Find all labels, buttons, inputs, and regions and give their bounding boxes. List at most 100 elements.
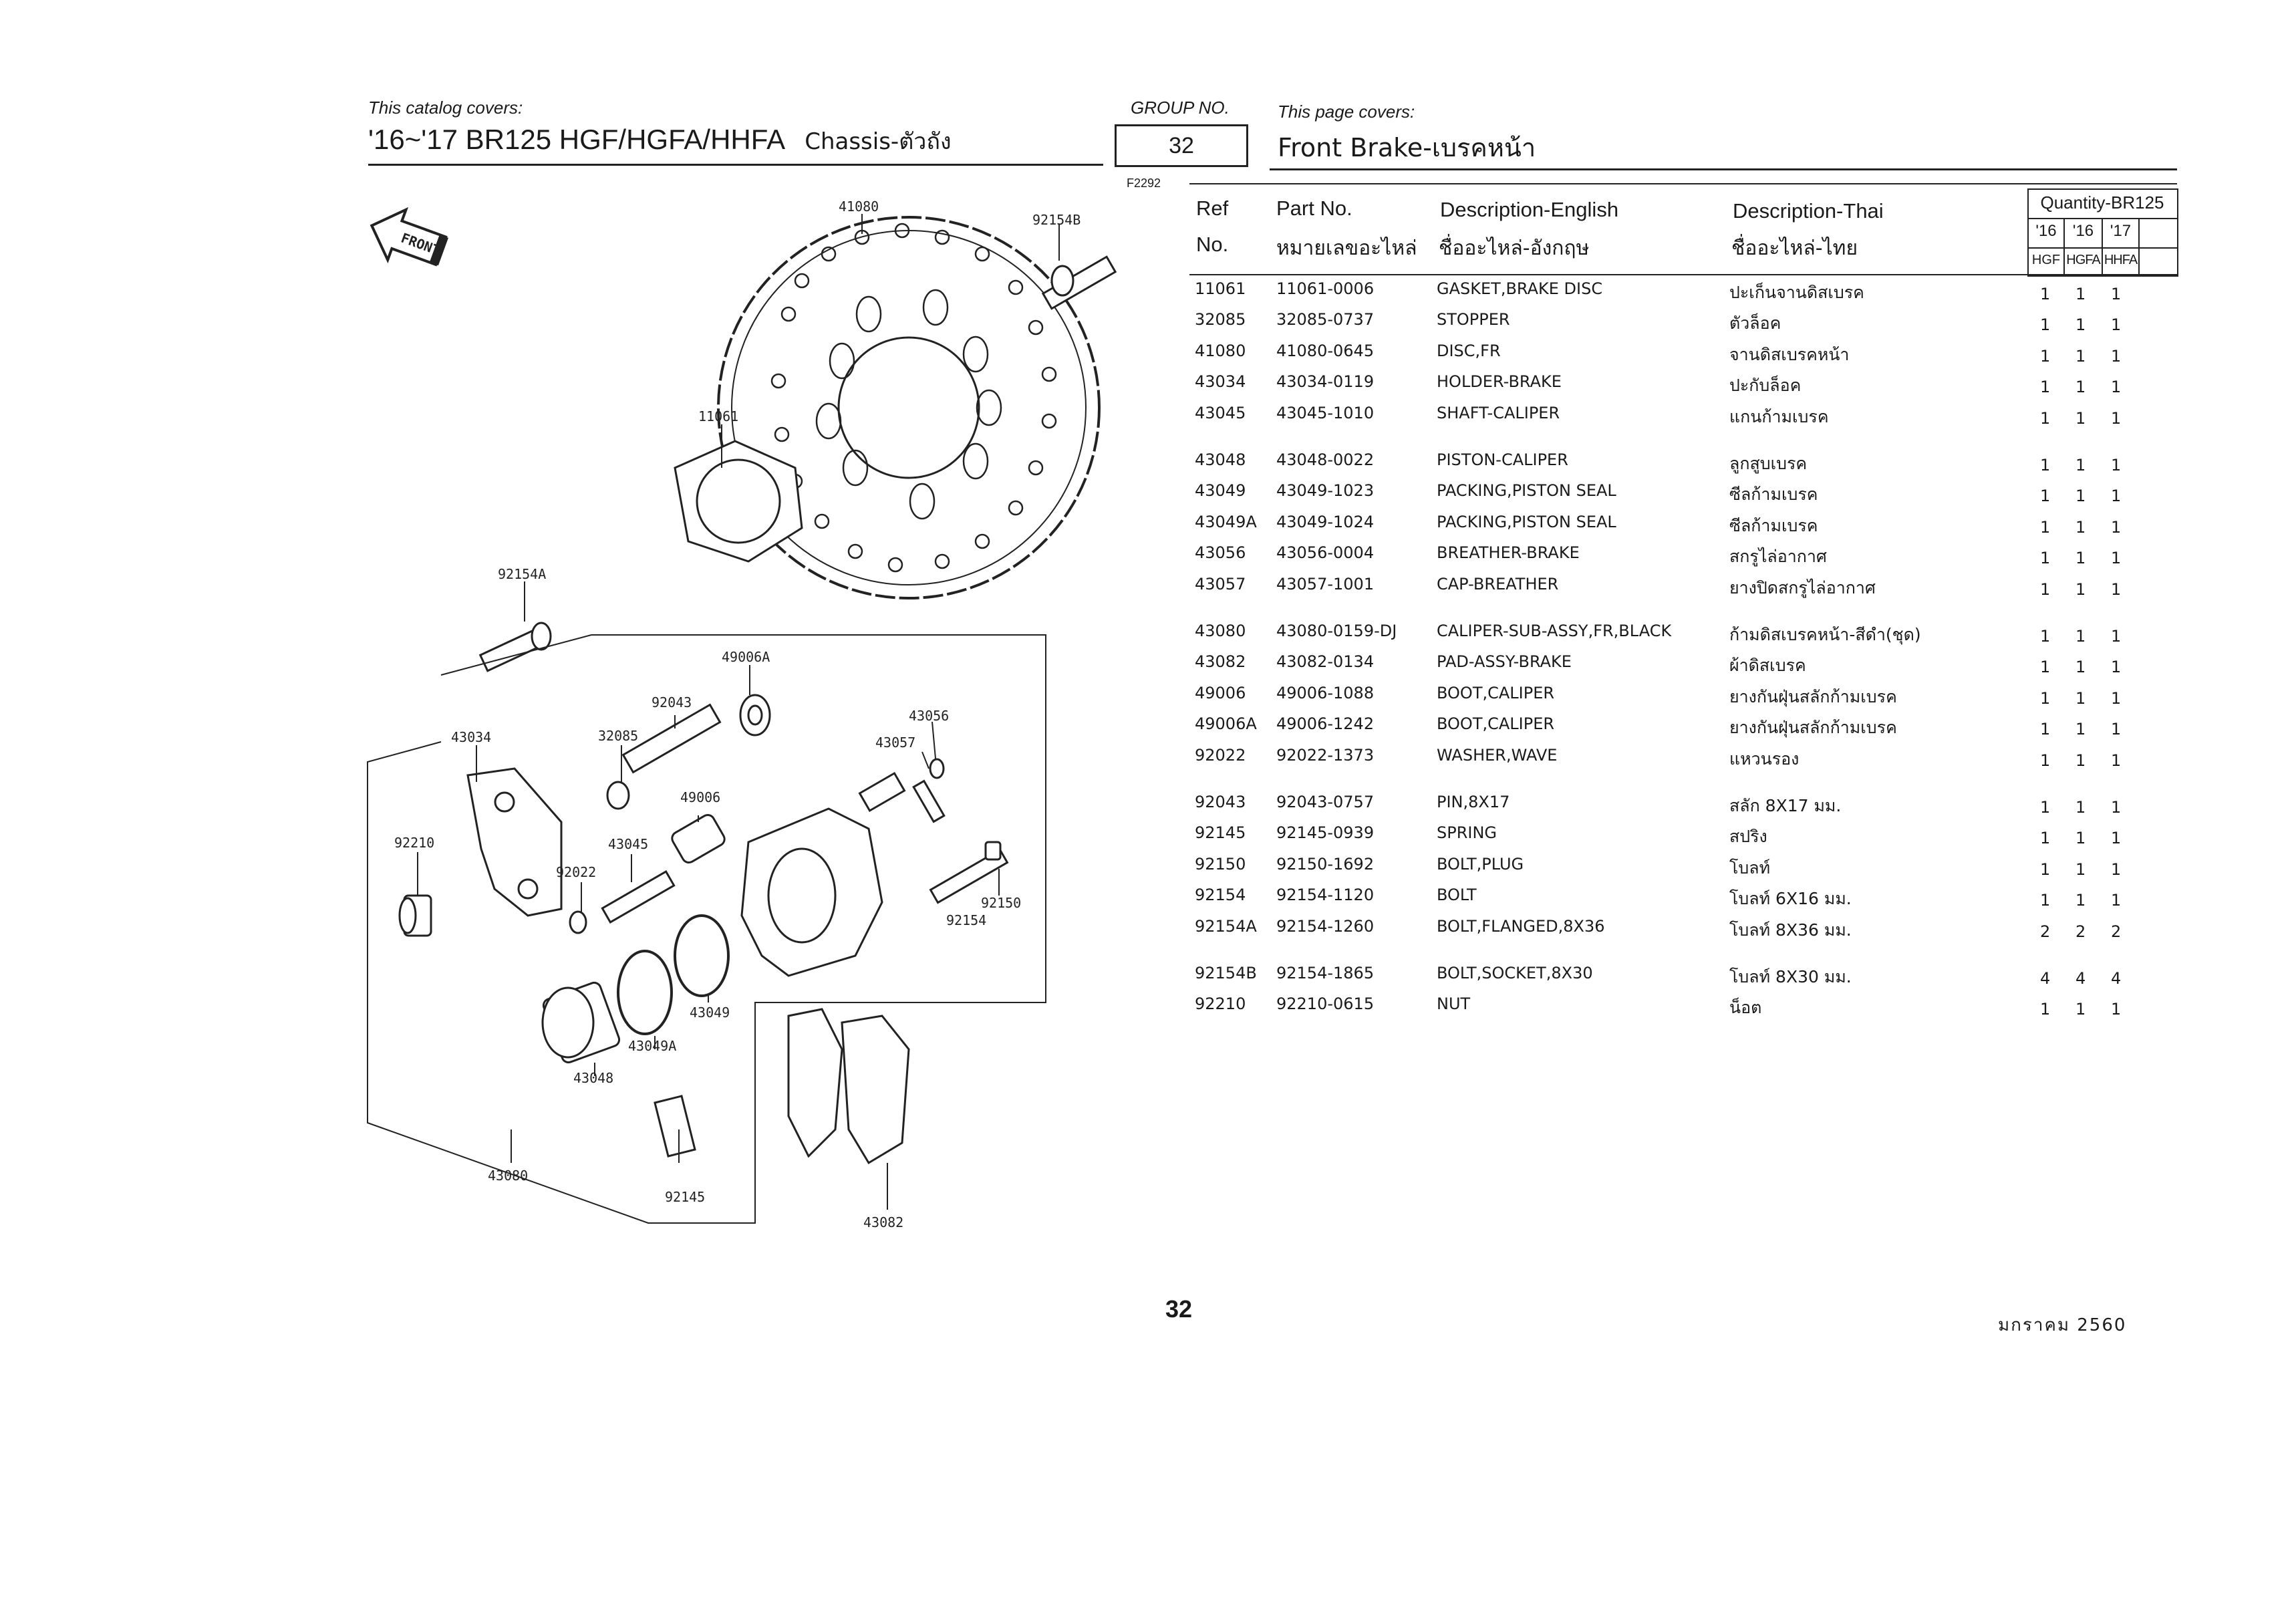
- qty-hgf-cell: 1: [2040, 658, 2051, 676]
- caliper-body: [740, 771, 906, 977]
- col-ref-header-2: No.: [1196, 233, 1229, 256]
- qty-hgf-cell: 1: [2040, 627, 2051, 646]
- description-english-cell: BOLT,SOCKET,8X30: [1437, 964, 1593, 982]
- qty-hgf-cell: 1: [2040, 487, 2051, 505]
- boot-a: [739, 694, 771, 736]
- spring-clip: [654, 1095, 696, 1158]
- qty-hhfa-cell: 1: [2111, 315, 2122, 334]
- description-english-cell: BOLT,FLANGED,8X36: [1437, 917, 1605, 936]
- qty-model-3: HHFA: [2104, 253, 2138, 267]
- callout-92154a: 92154A: [498, 566, 546, 582]
- qty-hgf-cell: 1: [2040, 689, 2051, 708]
- description-thai-cell: ซีลก้ามเบรค: [1729, 485, 1818, 504]
- qty-hhfa-cell: 1: [2111, 285, 2122, 303]
- qty-hhfa-cell: 1: [2111, 549, 2122, 567]
- ref-cell: 43049A: [1195, 513, 1257, 531]
- description-english-cell: BOLT,PLUG: [1437, 855, 1524, 874]
- description-english-cell: PAD-ASSY-BRAKE: [1437, 652, 1572, 671]
- leader-lines: [417, 214, 1060, 1210]
- qty-hhfa-cell: 1: [2111, 829, 2122, 847]
- callout-43057: 43057: [875, 734, 915, 751]
- qty-hgf-cell: 1: [2040, 751, 2051, 770]
- callout-49006a: 49006A: [722, 649, 770, 665]
- callout-11061: 11061: [698, 408, 738, 424]
- description-thai-cell: โบลท์ 6X16 มม.: [1729, 889, 1852, 908]
- qty-hgfa-cell: 1: [2075, 891, 2086, 910]
- qty-hhfa-cell: 4: [2111, 969, 2122, 988]
- callout-92043: 92043: [652, 694, 692, 710]
- header-rule-left: [368, 164, 1103, 166]
- description-english-cell: BOOT,CALIPER: [1437, 684, 1555, 702]
- ref-cell: 43057: [1195, 575, 1246, 593]
- description-thai-cell: ยางกันฝุ่นสลักก้ามเบรค: [1729, 687, 1897, 706]
- description-english-cell: CALIPER-SUB-ASSY,FR,BLACK: [1437, 622, 1672, 640]
- qty-hgf-cell: 4: [2040, 969, 2051, 988]
- qty-hgfa-cell: 1: [2075, 409, 2086, 428]
- qty-hgfa-cell: 1: [2075, 456, 2086, 475]
- callout-92154: 92154: [946, 912, 986, 928]
- description-thai-cell: สกรูไล่อากาศ: [1729, 547, 1827, 566]
- qty-hgfa-cell: 1: [2075, 487, 2086, 505]
- qty-hgf-cell: 2: [2040, 922, 2051, 941]
- qty-hhfa-cell: 2: [2111, 922, 2122, 941]
- qty-hgfa-cell: 1: [2075, 378, 2086, 396]
- flanged-bolt: [478, 622, 552, 672]
- part-number-cell: 92022-1373: [1276, 746, 1375, 765]
- description-thai-cell: โบลท์ 8X30 มม.: [1729, 967, 1852, 986]
- qty-hgfa-cell: 1: [2075, 689, 2086, 708]
- col-en-header-thai: ชื่ออะไหล่-อังกฤษ: [1439, 237, 1590, 260]
- callout-43049a: 43049A: [628, 1038, 676, 1054]
- header-rule-right: [1270, 168, 2177, 170]
- qty-hgf-cell: 1: [2040, 378, 2051, 396]
- qty-hgfa-cell: 1: [2075, 751, 2086, 770]
- callout-43034: 43034: [451, 729, 491, 745]
- part-number-cell: 92043-0757: [1276, 793, 1375, 811]
- description-english-cell: BOOT,CALIPER: [1437, 714, 1555, 733]
- ref-cell: 41080: [1195, 342, 1246, 360]
- qty-hgfa-cell: 1: [2075, 549, 2086, 567]
- qty-hgfa-cell: 4: [2075, 969, 2086, 988]
- description-english-cell: PIN,8X17: [1437, 793, 1510, 811]
- ref-cell: 43056: [1195, 543, 1246, 562]
- piston: [541, 981, 621, 1064]
- qty-hgfa-cell: 1: [2075, 1000, 2086, 1019]
- qty-hgfa-cell: 1: [2075, 518, 2086, 537]
- qty-hgf-cell: 1: [2040, 456, 2051, 475]
- ref-cell: 49006: [1195, 684, 1246, 702]
- callout-32085: 32085: [598, 728, 638, 744]
- qty-model-2: HGFA: [2066, 253, 2100, 267]
- qty-hhfa-cell: 1: [2111, 518, 2122, 537]
- section-name: Chassis-ตัวถัง: [805, 128, 952, 155]
- part-number-cell: 49006-1088: [1276, 684, 1375, 702]
- qty-hhfa-cell: 1: [2111, 891, 2122, 910]
- wave-washer: [569, 910, 587, 934]
- col-th-header-thai: ชื่ออะไหล่-ไทย: [1731, 237, 1858, 260]
- stopper: [606, 781, 630, 810]
- qty-hgf-cell: 1: [2040, 580, 2051, 599]
- ref-cell: 92154: [1195, 886, 1246, 904]
- part-number-cell: 49006-1242: [1276, 714, 1375, 733]
- ref-cell: 92145: [1195, 823, 1246, 842]
- description-thai-cell: สปริง: [1729, 827, 1767, 846]
- part-number-cell: 11061-0006: [1276, 279, 1375, 298]
- part-number-cell: 43045-1010: [1276, 404, 1375, 422]
- description-english-cell: GASKET,BRAKE DISC: [1437, 279, 1603, 298]
- description-english-cell: PACKING,PISTON SEAL: [1437, 513, 1616, 531]
- ref-cell: 92154B: [1195, 964, 1257, 982]
- ref-cell: 92210: [1195, 994, 1246, 1013]
- part-number-cell: 92210-0615: [1276, 994, 1375, 1013]
- qty-hhfa-cell: 1: [2111, 798, 2122, 817]
- qty-hhfa-cell: 1: [2111, 487, 2122, 505]
- breather-screw: [912, 758, 946, 823]
- ref-cell: 92154A: [1195, 917, 1257, 936]
- description-thai-cell: โบลท์ 8X36 มม.: [1729, 920, 1852, 940]
- piston-seal-a: [617, 950, 673, 1035]
- catalog-date: มกราคม 2560: [1998, 1315, 2127, 1335]
- qty-hgfa-cell: 1: [2075, 580, 2086, 599]
- qty-hhfa-cell: 1: [2111, 860, 2122, 879]
- nut: [398, 894, 432, 937]
- qty-year-2: '16: [2072, 222, 2094, 240]
- ref-cell: 43082: [1195, 652, 1246, 671]
- socket-bolt: [1041, 255, 1117, 310]
- description-english-cell: BREATHER-BRAKE: [1437, 543, 1580, 562]
